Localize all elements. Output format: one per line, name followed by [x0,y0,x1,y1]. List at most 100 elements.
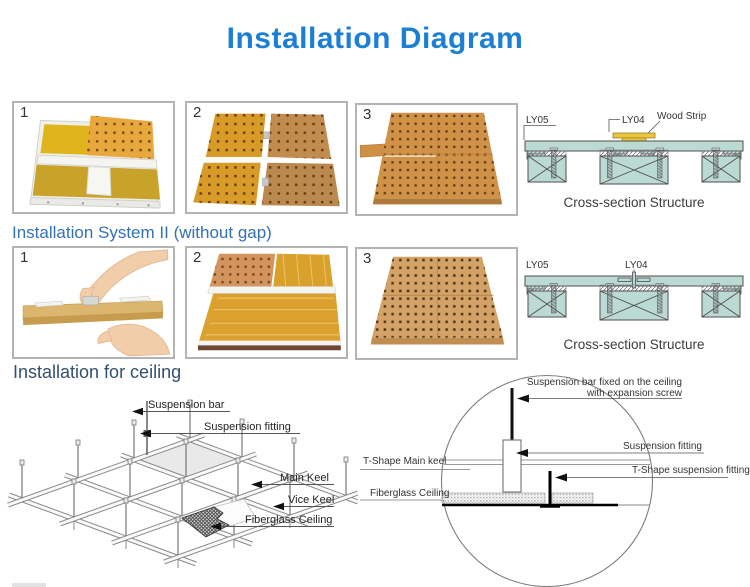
holes-tl [205,113,266,158]
detail-label-t-suspension-fitting: T-Shape suspension fitting [632,465,750,476]
panel-edge [370,337,505,345]
detail-label-suspension-bar-1: Suspension bar fixed on the ceiling [527,377,682,388]
right-clip [119,295,151,303]
grid-label-suspension-fitting: Suspension fitting [204,421,291,433]
detail-label-t-main-keel: T-Shape Main keel [363,456,446,467]
step-number: 3 [363,250,372,267]
step-number: 2 [193,249,202,266]
hands-holding-board-illustration [22,249,171,357]
grid-label-main-keel: Main Keel [280,472,329,484]
finished-panel-illustration [370,256,505,345]
block-cross-braces [527,290,741,321]
screws [549,283,720,314]
perforation-holes [209,253,276,287]
detail-label-fiberglass-ceiling: Fiberglass Ceiling [370,488,449,499]
middle-fitting [82,295,99,306]
cs2-label-ly04: LY04 [625,260,648,271]
suspension-fitting [502,439,522,493]
shaded-ceiling-cell [134,440,242,479]
step-image-row2-3: 3 [355,247,518,360]
detail-callouts: Suspension bar fixed on the ceiling with… [360,377,750,501]
joined-panels-illustration [359,112,503,205]
panels-with-gap-illustration [193,113,340,207]
panel-assembly-illustration [29,115,161,209]
step-number: 3 [363,106,372,123]
arrow-left-icon [555,473,567,482]
holes-bl [193,162,261,206]
connector [263,131,269,139]
arm [86,249,169,303]
wood-panel-closeup-illustration [198,253,341,351]
fiberglass-band [441,492,594,504]
suspension-bars [21,404,347,555]
vice-keels [8,432,358,567]
cs1-label-ly05: LY05 [526,115,549,126]
grain-streaks [205,297,340,336]
yellow-panel [40,124,99,156]
step-image-row1-2: 2 [185,101,348,214]
grid-label-vice-keel: Vice Keel [288,494,334,506]
step-number: 1 [20,249,29,266]
arrow-left-icon [517,394,529,403]
detail-label-suspension-fitting: Suspension fitting [623,441,702,452]
bottom-dark-strip [198,345,341,351]
perforation-holes [86,115,155,159]
cs1-label-wood-strip: Wood Strip [657,111,707,122]
arrow-left-icon [251,480,262,489]
clip-hatch-strips [527,149,741,157]
wood-grain-panel [198,286,341,345]
cs2-label-ly05: LY05 [526,260,549,271]
screws [549,147,720,179]
step-image-row2-1: 1 [12,246,175,359]
grid-label-fiberglass-ceiling: Fiberglass Ceiling [245,514,332,526]
board-front-edge [23,311,163,326]
arrow-left-icon [132,407,143,416]
cross-section-caption-2: Cross-section Structure [563,337,705,352]
step-image-row1-3: 3 [355,103,518,216]
ly05-leader [523,125,556,140]
arrow-left-icon [273,502,284,511]
step-image-row1-1: 1 [12,101,175,214]
suspension-bar-fittings [19,399,349,523]
system2-heading: Installation System II (without gap) [12,223,272,242]
ceiling-heading: Installation for ceiling [13,362,182,382]
ceiling-detail-diagram: Suspension bar fixed on the ceiling with… [360,374,750,587]
grid-label-suspension-bar: Suspension bar [148,399,225,411]
bottom-white-strip [198,340,341,346]
supporting-hand [107,323,171,357]
cross-section-caption-1: Cross-section Structure [563,195,705,210]
thumb [97,330,113,344]
ly04-leader [608,119,620,132]
white-spacer [86,166,112,197]
connector [262,177,269,187]
step-number: 2 [193,104,202,121]
page-title: Installation Diagram [226,22,524,55]
cs1-label-ly04: LY04 [622,115,645,126]
left-clip [34,300,65,308]
ceiling-grid-diagram: Suspension bar Suspension fitting Main K… [7,399,358,568]
detail-label-suspension-bar-2: with expansion screw [586,388,683,399]
arrow-left-icon [210,522,221,531]
clip-hatch-strips [527,284,741,292]
cross-section-diagram-2: LY05 LY04 [524,260,744,321]
aluminum-strip [207,286,337,294]
grain-streaks-top [282,253,327,287]
holes-tr [267,113,332,159]
holes-br [261,162,340,207]
panel-edge [372,198,503,205]
wood-strip [612,132,656,139]
middle-h-clip [617,271,651,289]
t-main-keel-lines [444,459,650,465]
arrow-left-icon [516,449,528,457]
wood-grain-top [273,253,334,287]
cross-section-diagram-1: LY05 LY04 Wood Strip [523,111,744,185]
arrow-left-icon [140,429,151,438]
bottom-aluminum-strip [29,197,161,209]
grid-callouts: Suspension bar Suspension fitting Main K… [132,399,334,531]
detail-circle [440,374,654,587]
aluminum-strip [35,154,158,170]
step-number: 1 [20,104,29,121]
fiberglass-panel [181,506,230,538]
partial-cutoff-text [12,583,46,587]
